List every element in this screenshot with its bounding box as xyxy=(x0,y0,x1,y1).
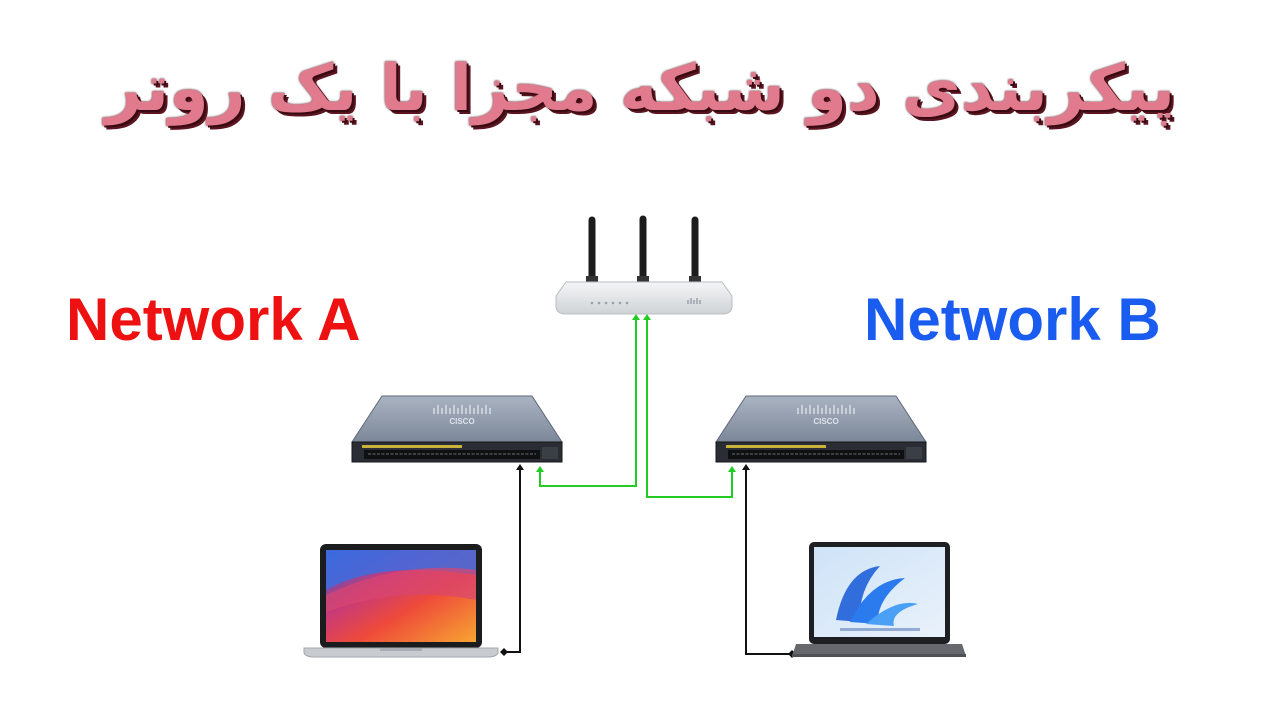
laptop-b-icon xyxy=(792,542,966,657)
uplink-a-cable xyxy=(536,314,640,487)
router-icon xyxy=(555,215,733,315)
access-b-cable xyxy=(742,464,796,658)
network-b-label: Network B xyxy=(864,286,1161,353)
page-title: پیکربندی دو شبکه مجزا با یک روتر xyxy=(105,52,1175,126)
switch-b-icon: CISCO xyxy=(715,395,927,463)
laptop-a-icon xyxy=(303,544,499,658)
network-a-label: Network A xyxy=(66,286,361,353)
switch-a-brand: CISCO xyxy=(449,417,474,426)
switch-b-brand: CISCO xyxy=(813,417,838,426)
windows-bloom xyxy=(836,566,918,626)
access-a-cable xyxy=(500,464,524,656)
uplink-b-cable xyxy=(643,314,736,498)
switch-a-icon: CISCO xyxy=(351,395,563,463)
